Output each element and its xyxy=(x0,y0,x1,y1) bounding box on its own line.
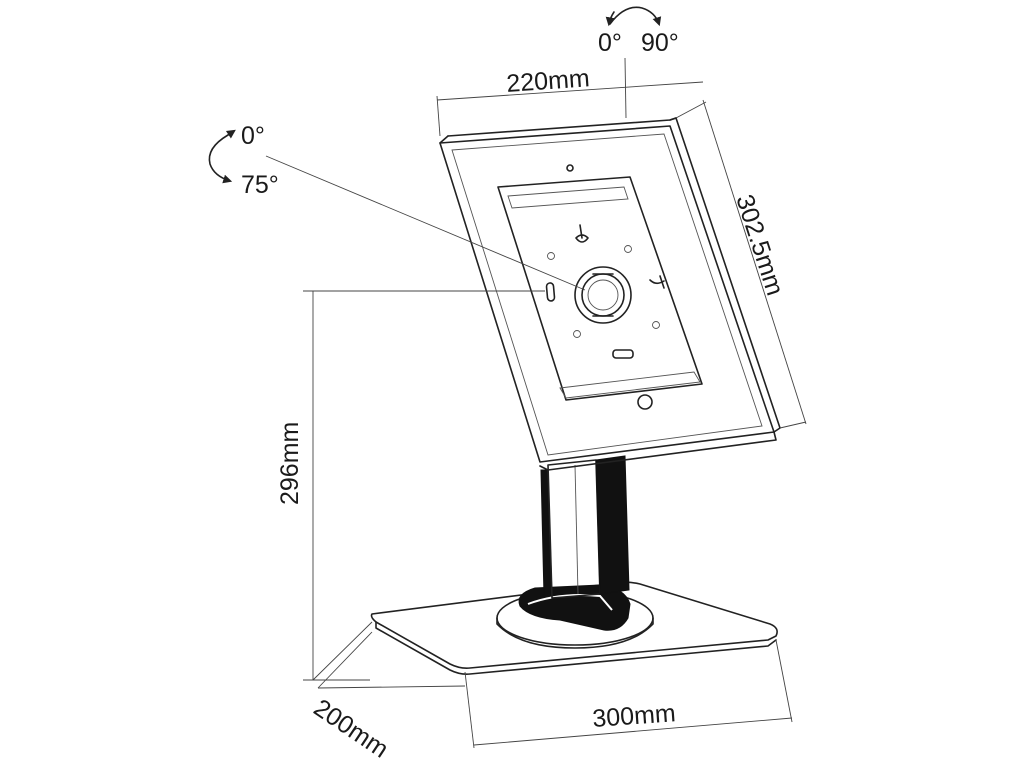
base-width-label: 300mm xyxy=(591,699,676,733)
dimension-lines xyxy=(265,57,807,749)
tilt-arrow-icon xyxy=(208,129,236,184)
stand-pole xyxy=(540,455,630,599)
base-depth-label: 200mm xyxy=(309,694,394,764)
tablet-enclosure xyxy=(439,117,781,471)
rotation-end-label: 90° xyxy=(641,29,679,57)
tilt-start-label: 0° xyxy=(241,122,265,150)
tilt-end-label: 75° xyxy=(241,171,279,199)
panel-height-label: 302.5mm xyxy=(730,191,789,299)
total-height-label: 296mm xyxy=(276,422,304,505)
rotation-start-label: 0° xyxy=(598,29,622,57)
rotation-arrow-icon xyxy=(605,6,662,27)
base-plate xyxy=(370,581,778,675)
panel-width-label: 220mm xyxy=(505,64,590,98)
